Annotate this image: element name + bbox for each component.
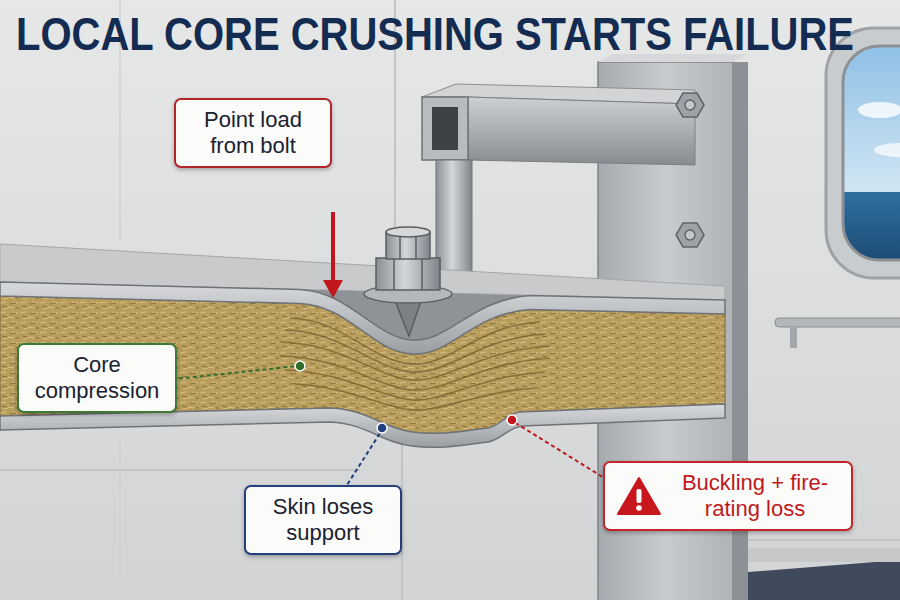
sandwich-panel [0, 244, 725, 447]
core-leader [295, 361, 305, 371]
callout-text: Core compression [31, 352, 163, 404]
post-bolts [676, 93, 704, 117]
post-bolts [676, 93, 704, 247]
porthole [826, 28, 900, 278]
bracket-arm [436, 160, 472, 288]
porthole [858, 102, 900, 118]
bracket-arm [422, 97, 468, 160]
skin-leader [377, 423, 387, 433]
warning-mark [636, 505, 642, 511]
buckling-leader [514, 422, 614, 484]
warning-triangle [618, 478, 660, 514]
bolt-assembly [386, 227, 430, 237]
porthole [843, 46, 900, 260]
crushed-fibres [280, 318, 550, 410]
porthole [843, 46, 900, 260]
porthole [843, 192, 900, 260]
callout-box: Skin loses support [244, 485, 402, 555]
bracket-arm [432, 107, 458, 150]
porthole [826, 28, 900, 278]
handrail [775, 318, 900, 327]
core-leader [165, 366, 298, 380]
bolt-assembly [364, 227, 452, 336]
buckling-leader [507, 415, 517, 425]
floor [748, 560, 900, 600]
bolt-assembly [376, 258, 440, 290]
floor [748, 548, 900, 600]
callout-box: Buckling + fire-rating loss [603, 461, 853, 531]
post-bolts [676, 223, 704, 247]
post-bolts [685, 230, 695, 240]
load-arrow [331, 212, 335, 282]
post-bolts [685, 100, 695, 110]
bracket-arm [422, 84, 695, 300]
load-arrow [323, 212, 343, 298]
crushed-fibres [285, 370, 545, 400]
callout-box: Core compression [17, 343, 177, 413]
title-block: LOCAL CORE CRUSHING STARTS FAILURE [16, 8, 854, 61]
title: LOCAL CORE CRUSHING STARTS FAILURE [16, 8, 854, 61]
callout-text: Buckling + fire-rating loss [671, 470, 839, 522]
core-leader [165, 361, 305, 380]
callout-text: Skin loses support [258, 494, 388, 546]
warning-mark [637, 489, 642, 503]
load-arrow [323, 280, 343, 298]
callout-text: Point load from bolt [188, 107, 318, 159]
handrail [790, 326, 797, 348]
bolt-assembly [394, 258, 422, 290]
floor [748, 548, 900, 562]
warning-icon [617, 476, 661, 516]
buckling-leader [507, 415, 614, 484]
bracket-arm [468, 97, 695, 165]
porthole [843, 46, 900, 196]
handrail [775, 318, 900, 348]
porthole [874, 143, 900, 157]
crushed-fibres [295, 384, 535, 410]
callout-box: Point load from bolt [174, 98, 332, 168]
crushed-fibres [280, 356, 550, 390]
